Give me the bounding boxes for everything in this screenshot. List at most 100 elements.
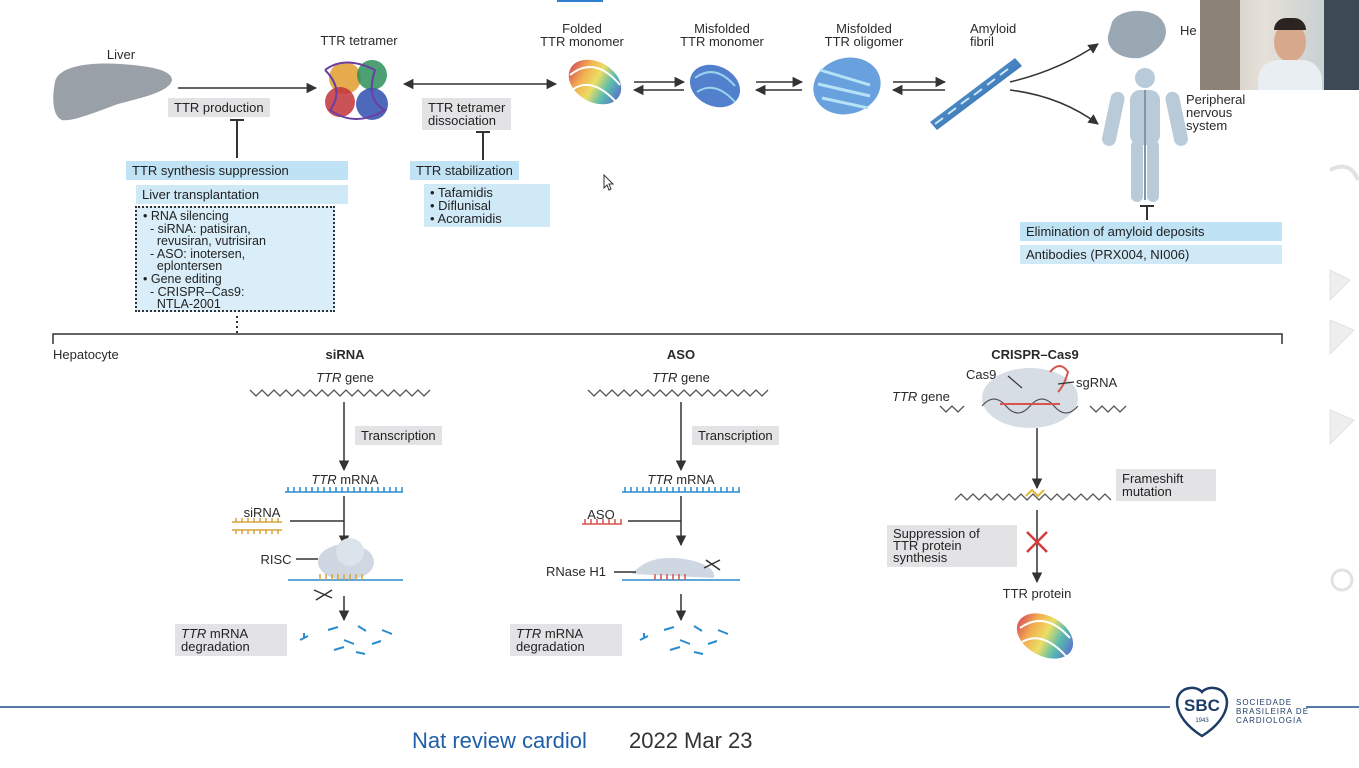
sirna-mrna-fragments — [299, 625, 393, 655]
mrna-name: TTR — [647, 472, 673, 487]
misfolded-oligomer-label: Misfolded TTR oligomer — [804, 22, 924, 48]
society-line2: BRASILEIRA DE — [1236, 707, 1310, 716]
synthesis-suppression-box: TTR synthesis suppression — [126, 161, 348, 180]
frameshift-dna — [954, 488, 1112, 501]
blocked-synthesis-mark — [1026, 531, 1048, 553]
progress-marker — [557, 0, 603, 2]
pns-label-line1: Peripheral — [1186, 92, 1246, 107]
crispr-gene-dna — [939, 405, 1127, 413]
mrna-name: TTR — [311, 472, 337, 487]
right-edge-watermark-icons — [1329, 164, 1359, 592]
mrna-suffix: mRNA — [672, 472, 715, 487]
video-window — [1324, 0, 1359, 90]
mrna-suffix: mRNA — [541, 626, 584, 641]
rna-line: • Gene editing — [143, 271, 222, 286]
folded-monomer-label: Folded TTR monomer — [522, 22, 642, 48]
sirna-transcription-box: Transcription — [355, 426, 442, 445]
frameshift-box: Frameshift mutation — [1116, 469, 1216, 501]
antibodies-box: Antibodies (PRX004, NI006) — [1020, 245, 1282, 264]
suppression-line1: Suppression of — [893, 526, 980, 541]
aso-mrna-fragments — [639, 625, 729, 655]
folded-monomer-illustration — [568, 59, 622, 105]
frameshift-line1: Frameshift — [1122, 471, 1184, 486]
stabilizer-item: • Acoramidis — [430, 211, 502, 226]
rnase-h1-complex — [622, 557, 740, 581]
folded-monomer-label-line1: Folded — [562, 21, 602, 36]
liver-transplantation-box: Liver transplantation — [136, 185, 348, 204]
risc-label: RISC — [260, 552, 292, 567]
folded-monomer-label-line2: TTR monomer — [540, 34, 624, 49]
sirna-duplex — [232, 518, 282, 534]
misfolded-monomer-label-line2: TTR monomer — [680, 34, 764, 49]
gene-name: TTR — [316, 370, 342, 385]
rna-line: - siRNA: patisiran, — [143, 221, 251, 236]
pns-label-line3: system — [1186, 118, 1228, 133]
sbc-logo-heart — [1175, 686, 1229, 738]
misfolded-monomer-label-line1: Misfolded — [694, 21, 750, 36]
misfolded-monomer-illustration — [689, 64, 741, 108]
sirna-mrna-label: TTR mRNA — [290, 473, 400, 486]
amyloid-fibril-illustration — [930, 58, 1022, 130]
elimination-box: Elimination of amyloid deposits — [1020, 222, 1282, 241]
pns-label-line2: nervous — [1186, 105, 1233, 120]
suppression-line2: TTR protein — [893, 538, 962, 553]
ttr-tetramer-illustration — [324, 60, 388, 120]
misfolded-oligomer-illustration — [813, 57, 881, 115]
sgrna-label: sgRNA — [1076, 375, 1118, 390]
pns-label: Peripheral nervous system — [1186, 93, 1276, 132]
mrna-name: TTR — [516, 626, 542, 641]
stabilizer-item: • Diflunisal — [430, 198, 491, 213]
ttr-tetramer-label: TTR tetramer — [320, 33, 398, 48]
sirna-gene-label: TTR gene — [290, 371, 400, 384]
citation-date: 2022 Mar 23 — [629, 728, 753, 753]
citation-journal: Nat review cardiol — [412, 728, 587, 753]
gene-name: TTR — [892, 389, 918, 404]
degradation-text: degradation — [516, 639, 585, 654]
misfolded-oligomer-label-line1: Misfolded — [836, 21, 892, 36]
crispr-title: CRISPR–Cas9 — [991, 347, 1079, 362]
gene-suffix: gene — [341, 370, 374, 385]
video-bookshelf — [1200, 0, 1240, 90]
aso-mrna-strand — [622, 487, 740, 493]
aso-oligo — [582, 519, 622, 525]
suppression-line3: synthesis — [893, 550, 948, 565]
presenter-video-thumbnail[interactable] — [1200, 0, 1359, 90]
mrna-suffix: mRNA — [206, 626, 249, 641]
sirna-title: siRNA — [325, 347, 365, 362]
aso-transcription-box: Transcription — [692, 426, 779, 445]
mrna-name: TTR — [181, 626, 207, 641]
sirna-agent-label: siRNA — [243, 505, 281, 520]
rna-line: • RNA silencing — [143, 209, 229, 223]
rna-line: eplontersen — [143, 259, 223, 274]
sbc-logo-text: SBC — [1184, 696, 1220, 715]
aso-gene-label: TTR gene — [626, 371, 736, 384]
heart-illustration — [1107, 10, 1166, 59]
stabilizer-item: • Tafamidis — [430, 185, 493, 200]
tetramer-dissociation-line2: dissociation — [428, 113, 496, 128]
gene-suffix: gene — [917, 389, 950, 404]
rnase-h1-label: RNase H1 — [546, 564, 606, 579]
society-line1: SOCIEDADE — [1236, 698, 1293, 707]
degradation-text: degradation — [181, 639, 250, 654]
cas9-label: Cas9 — [966, 367, 997, 382]
aso-mrna-label: TTR mRNA — [626, 473, 736, 486]
ttr-protein-label: TTR protein — [1002, 586, 1072, 601]
amyloid-fibril-label: Amyloid fibril — [970, 22, 1050, 48]
society-name: SOCIEDADE BRASILEIRA DE CARDIOLOGIA — [1236, 698, 1309, 725]
amyloid-fibril-label-line2: fibril — [970, 34, 994, 49]
rna-line: - ASO: inotersen, — [143, 246, 246, 261]
mrna-suffix: mRNA — [336, 472, 379, 487]
aso-title: ASO — [666, 347, 696, 362]
suppression-box: Suppression of TTR protein synthesis — [887, 525, 1017, 567]
tetramer-dissociation-line1: TTR tetramer — [428, 100, 506, 115]
rna-line: - CRISPR–Cas9: — [143, 284, 245, 299]
hepatocyte-label: Hepatocyte — [53, 347, 119, 362]
cas9-complex — [981, 365, 1079, 428]
presenter-shirt — [1258, 60, 1322, 90]
ttr-production-box: TTR production — [168, 98, 270, 117]
rna-line: revusiran, vutrisiran — [143, 234, 266, 249]
heart-label: He — [1180, 23, 1197, 38]
rna-silencing-gene-editing-box: • RNA silencing - siRNA: patisiran, revu… — [135, 206, 335, 312]
stabilization-box: TTR stabilization — [410, 161, 519, 180]
